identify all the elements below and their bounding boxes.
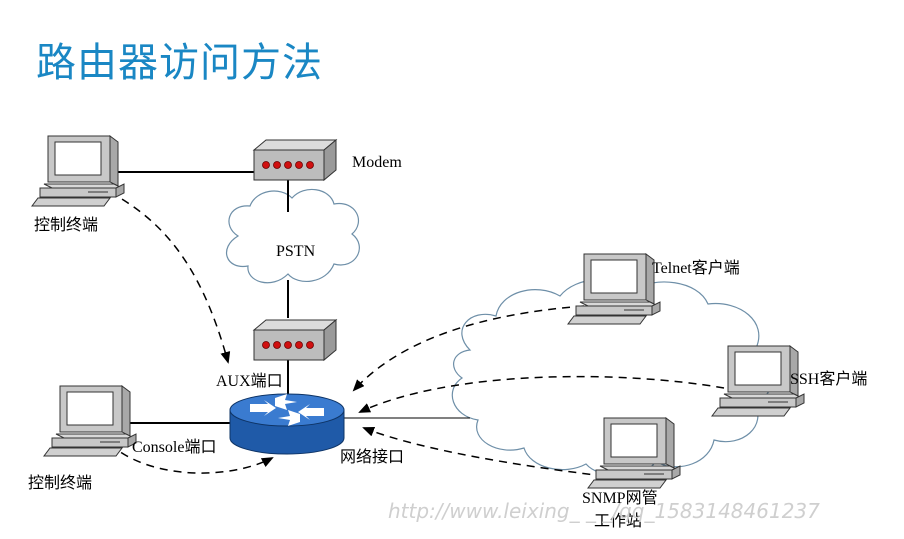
snmp-label-line1: SNMP网管 [582,489,658,507]
arrow-telnet-to-router [352,305,585,392]
modem-label: Modem [352,154,402,171]
pstn-cloud [226,188,360,284]
terminal-bottom-computer-icon [43,385,137,457]
modem-bottom-icon [253,319,337,361]
telnet-client-label: Telnet客户端 [652,259,740,277]
pstn-label: PSTN [276,243,316,260]
ssh-client-label: SSH客户端 [790,370,867,388]
watermark-text: http://www.leixing_ _ _/qq_1583148461237 [388,499,820,523]
page-title: 路由器访问方法 [36,40,323,86]
network-port-label: 网络接口 [340,447,404,466]
network-cloud [451,278,775,477]
terminal-top-computer-icon [31,135,125,207]
arrow-snmp-to-router [362,426,605,477]
terminal-bottom-label: 控制终端 [28,474,92,492]
modem-top-icon [253,139,337,181]
router-icon [229,393,345,455]
terminal-top-label: 控制终端 [34,216,98,234]
aux-port-label: AUX端口 [216,372,283,390]
snmp-label-line2: 工作站 [594,512,642,530]
arrow-ssh-to-router [358,375,725,413]
arrow-terminal-to-aux [109,191,231,364]
console-port-label: Console端口 [132,438,216,456]
arrow-terminal-to-console [109,443,274,474]
